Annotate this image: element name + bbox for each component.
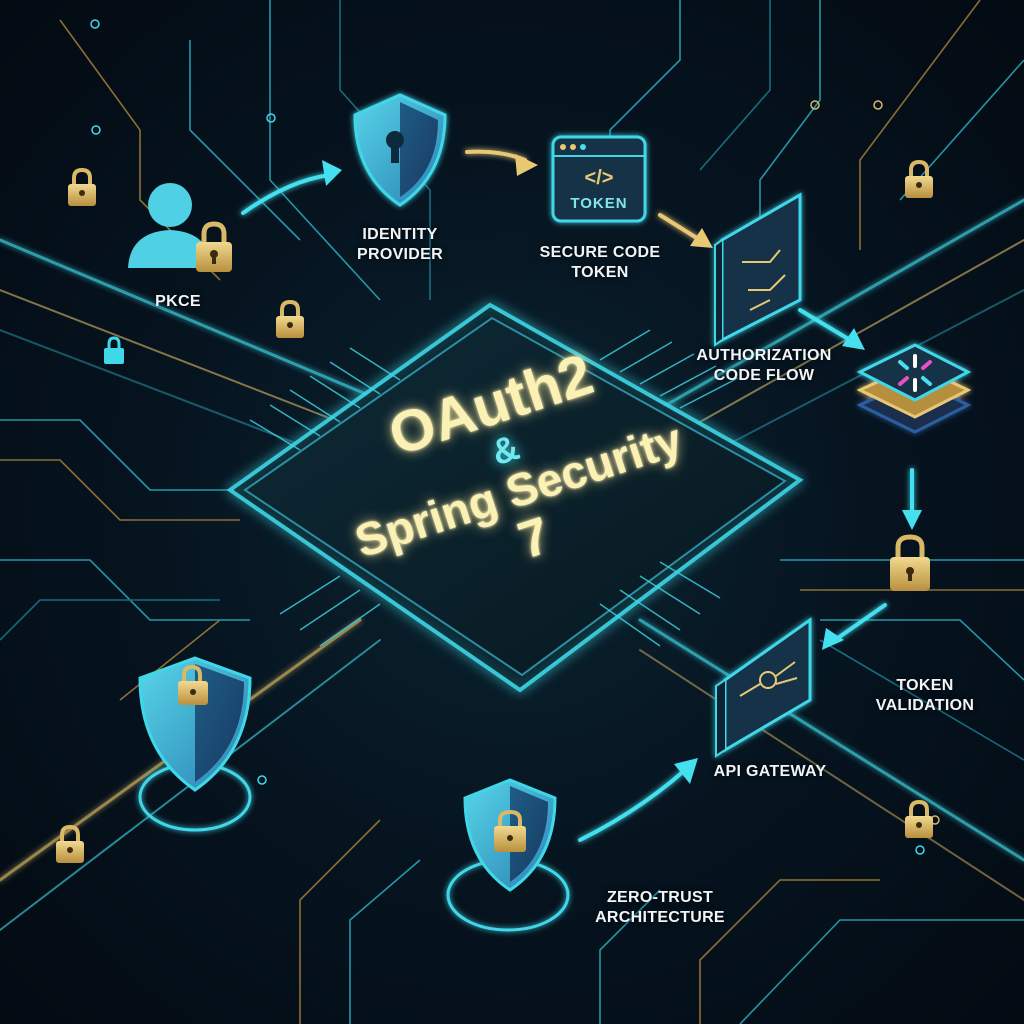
token-validation-label-line1: TOKEN xyxy=(896,677,954,694)
identity-provider-label-line2: PROVIDER xyxy=(357,246,443,263)
authorization-code-flow-label-line1: AUTHORIZATION xyxy=(696,347,832,364)
authorization-panel-icon xyxy=(714,192,802,347)
authorization-code-flow-label: AUTHORIZATION CODE FLOW xyxy=(684,346,844,386)
api-gateway-panel-icon xyxy=(715,617,812,758)
arrow-heads xyxy=(322,160,922,784)
identity-provider-label-line1: IDENTITY xyxy=(362,226,438,243)
pkce-user-icon xyxy=(128,183,212,268)
secure-code-token-label-line1: SECURE CODE xyxy=(539,244,661,261)
token-validation-label: TOKEN VALIDATION xyxy=(860,676,990,716)
token-window-label: TOKEN xyxy=(570,195,628,212)
identity-provider-label: IDENTITY PROVIDER xyxy=(340,225,460,265)
identity-provider-shield-icon xyxy=(353,93,447,207)
zero-trust-label: ZERO-TRUST ARCHITECTURE xyxy=(580,888,740,928)
svg-text:</>: </> xyxy=(585,167,614,189)
jwt-stack-icon xyxy=(856,343,972,434)
secure-code-token-label: SECURE CODE TOKEN xyxy=(525,243,675,283)
token-validation-label-line2: VALIDATION xyxy=(875,697,975,714)
pkce-label: PKCE xyxy=(155,293,201,310)
secure-code-token-label-line2: TOKEN xyxy=(571,264,629,281)
zero-trust-label-line1: ZERO-TRUST xyxy=(606,889,714,906)
padlocks xyxy=(56,159,933,863)
zero-trust-label-line2: ARCHITECTURE xyxy=(595,909,725,926)
zero-trust-shield-icon xyxy=(446,778,570,932)
authorization-code-flow-label-line2: CODE FLOW xyxy=(713,367,815,384)
api-gateway-label: API GATEWAY xyxy=(713,763,827,780)
token-window-icon: </> xyxy=(551,135,647,223)
